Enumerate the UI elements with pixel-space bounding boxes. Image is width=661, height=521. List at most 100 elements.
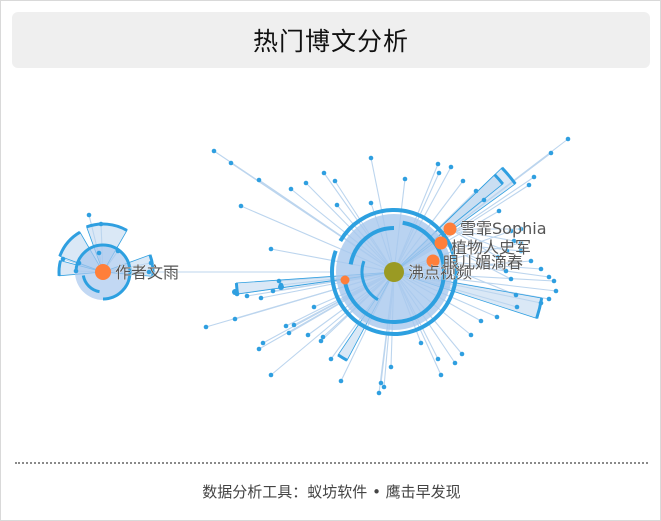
- hub-ring-arc: [330, 208, 458, 336]
- hub-ring-arc: [81, 275, 100, 294]
- leaf-node: [211, 148, 217, 154]
- leaf-node: [305, 332, 311, 338]
- edge-line: [432, 260, 550, 278]
- leaf-node: [435, 356, 441, 362]
- leaf-node: [260, 340, 266, 346]
- user-node: [434, 236, 448, 250]
- leaf-node: [321, 170, 327, 176]
- fan-arc: [500, 166, 517, 185]
- leaf-node: [546, 296, 552, 302]
- leaf-node: [402, 176, 408, 182]
- edge-line: [449, 228, 499, 258]
- hub-ring-arc: [348, 226, 395, 265]
- fan-arc: [337, 353, 348, 362]
- leaf-node: [553, 288, 559, 294]
- leaf-node: [338, 378, 344, 384]
- leaf-node: [73, 268, 79, 274]
- leaf-node: [526, 182, 532, 188]
- leaf-node: [551, 278, 557, 284]
- edge-line: [449, 228, 515, 242]
- leaf-node: [288, 186, 294, 192]
- leaf-node: [531, 174, 537, 180]
- leaf-node: [538, 266, 544, 272]
- leaf-node: [334, 202, 340, 208]
- leaf-node: [276, 278, 282, 284]
- node-label: 作者文雨: [115, 263, 179, 282]
- edge-line: [449, 228, 508, 252]
- leaf-node: [368, 200, 374, 206]
- leaf-node: [460, 178, 466, 184]
- leaf-node: [438, 372, 444, 378]
- title-bar: 热门博文分析: [12, 12, 650, 68]
- leaf-node: [376, 390, 382, 396]
- leaf-node: [268, 372, 274, 378]
- leaf-node: [256, 177, 262, 183]
- fan-arc: [86, 222, 128, 232]
- leaf-node: [228, 160, 234, 166]
- leaf-node: [478, 318, 484, 324]
- leaf-node: [418, 340, 424, 346]
- leaf-node: [146, 269, 152, 275]
- leaf-node: [503, 268, 509, 274]
- leaf-node: [459, 351, 465, 357]
- leaf-node: [508, 276, 514, 282]
- leaf-node: [270, 288, 276, 294]
- leaf-node: [238, 203, 244, 209]
- user-node: [426, 254, 440, 268]
- leaf-node: [286, 330, 292, 336]
- page-title: 热门博文分析: [252, 27, 409, 56]
- leaf-node: [514, 304, 520, 310]
- node-label: 沸点视频: [408, 263, 472, 282]
- leaf-node: [518, 240, 524, 246]
- leaf-node: [511, 238, 517, 244]
- fan-arc: [57, 260, 62, 276]
- leaf-node: [232, 316, 238, 322]
- leaf-node: [148, 260, 154, 266]
- hub-ring-arc: [342, 220, 446, 324]
- user-node: [340, 275, 350, 285]
- leaf-node: [86, 212, 92, 218]
- node-label: 雪霏Sophia: [460, 219, 547, 238]
- leaf-node: [303, 180, 309, 186]
- leaf-node: [435, 161, 441, 167]
- leaf-node: [388, 364, 394, 370]
- leaf-node: [244, 293, 250, 299]
- user-node: [443, 222, 457, 236]
- leaf-node: [328, 356, 334, 362]
- hub-ring-arc: [360, 260, 379, 302]
- leaf-node: [436, 170, 442, 176]
- leaf-node: [452, 360, 458, 366]
- hub-ring-arc: [74, 243, 132, 301]
- leaf-node: [203, 324, 209, 330]
- leaf-node: [538, 300, 544, 306]
- leaf-node: [268, 246, 274, 252]
- leaf-node: [508, 228, 514, 234]
- leaf-node: [311, 304, 317, 310]
- leaf-node: [332, 178, 338, 184]
- fan-arc: [148, 254, 155, 277]
- leaf-node: [481, 197, 487, 203]
- user-node: [95, 264, 111, 280]
- leaf-node: [495, 254, 501, 260]
- leaf-node: [76, 260, 82, 266]
- leaf-node: [320, 334, 326, 340]
- leaf-node: [504, 248, 510, 254]
- leaf-node: [378, 380, 384, 386]
- leaf-node: [565, 136, 571, 142]
- leaf-node: [518, 226, 524, 232]
- node-label: 眼儿媚滴春: [443, 253, 523, 272]
- leaf-node: [283, 323, 289, 329]
- leaf-node: [115, 248, 121, 254]
- fan-arc: [58, 230, 81, 257]
- leaf-node: [518, 248, 524, 254]
- leaf-node: [468, 332, 474, 338]
- footer-divider: [15, 462, 648, 464]
- leaf-node: [546, 274, 552, 280]
- leaf-node: [528, 258, 534, 264]
- footer-credit: 数据分析工具：蚁坊软件 • 鹰击早发现: [202, 483, 461, 501]
- leaf-node: [381, 384, 387, 390]
- leaf-node: [494, 314, 500, 320]
